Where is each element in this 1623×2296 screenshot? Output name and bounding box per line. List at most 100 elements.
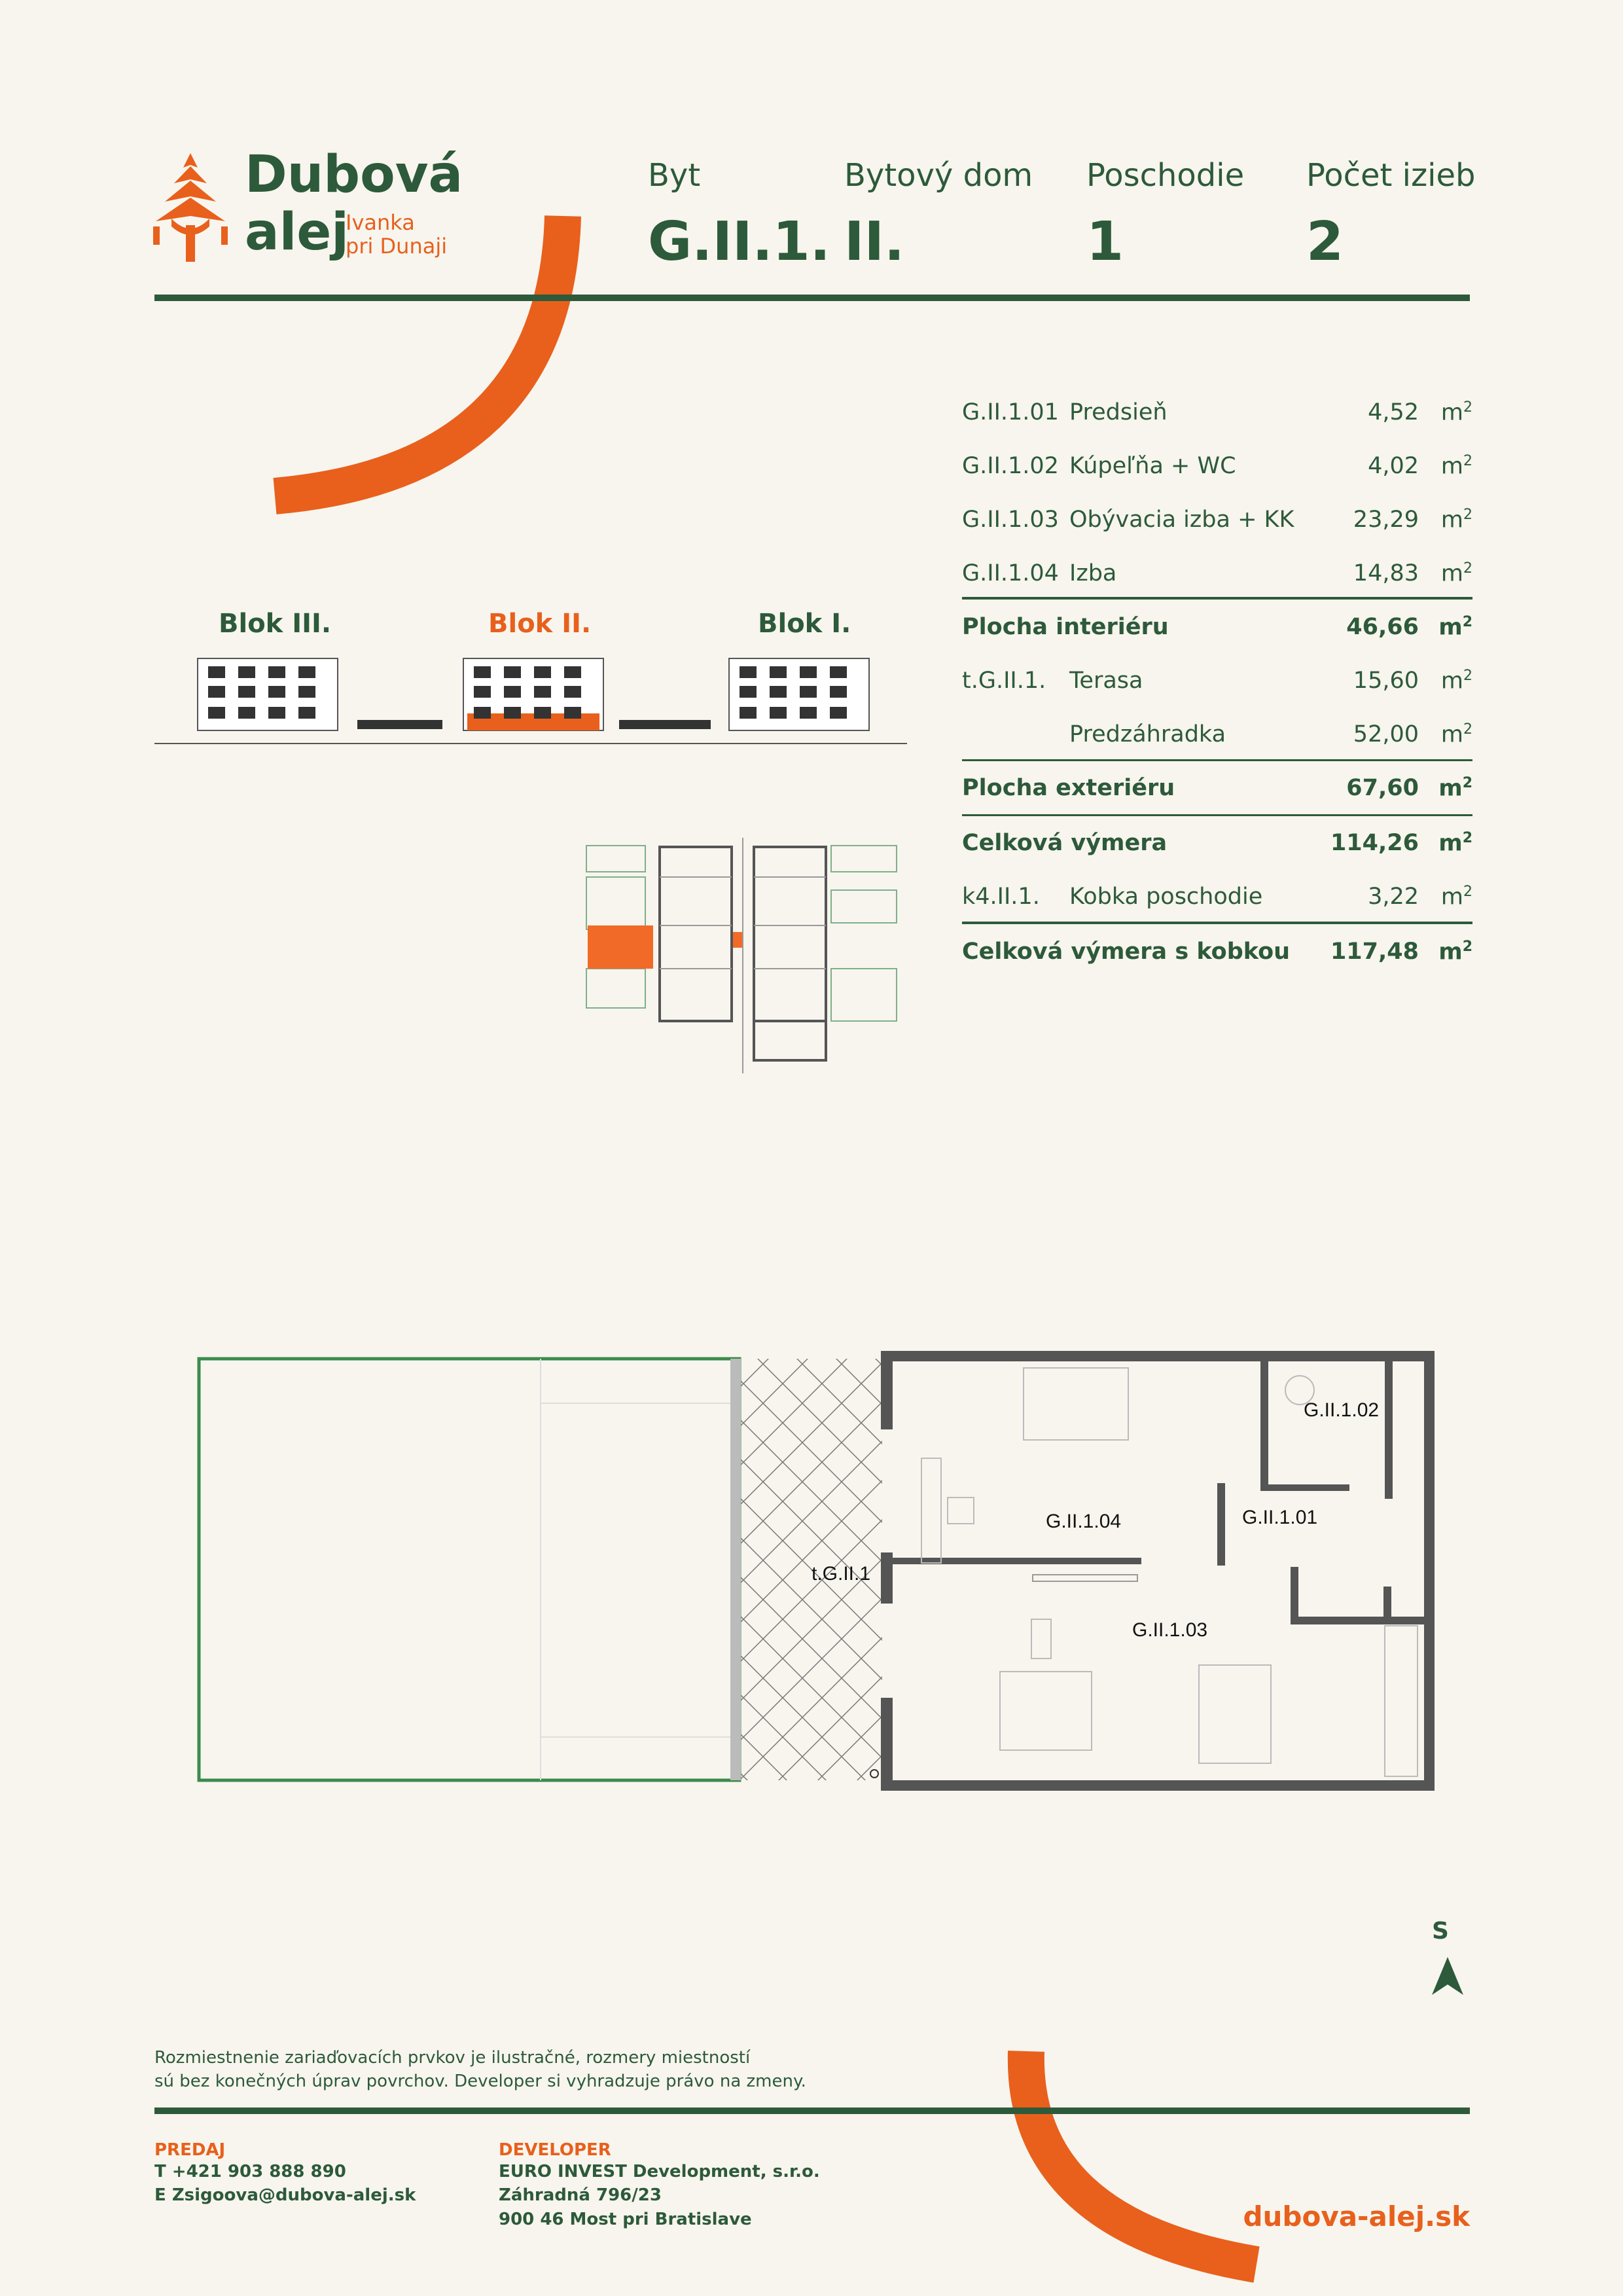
table-row: G.II.1.04 Izba 14,83 m2 [962, 546, 1472, 600]
table-row-total: Plocha exteriéru 67,60 m2 [962, 761, 1472, 814]
row-value: 114,26 [1330, 830, 1419, 856]
front-garden [197, 1357, 741, 1782]
header-value-building: II. [844, 211, 905, 273]
row-unit: m2 [1440, 668, 1472, 694]
developer-heading: DEVELOPER [499, 2140, 611, 2160]
table-row-total: Celková výmera s kobkou 117,48 m2 [962, 924, 1472, 978]
row-name: Plocha interiéru [962, 614, 1169, 640]
room-label-living-room: G.II.1.03 [1132, 1619, 1207, 1641]
block-elevation-diagram [154, 658, 907, 744]
table-row: G.II.1.01 Predsieň 4,52 m2 [962, 385, 1472, 439]
row-code: t.G.II.1. [962, 668, 1046, 694]
logo-sub-1: Ivanka [346, 210, 415, 235]
room-label-bedroom: G.II.1.04 [1046, 1511, 1121, 1532]
row-name: Izba [1069, 560, 1117, 586]
table-divider [962, 922, 1472, 924]
table-row: t.G.II.1. Terasa 15,60 m2 [962, 653, 1472, 707]
terrace [740, 1359, 882, 1780]
header-label-rooms: Počet izieb [1306, 157, 1476, 194]
room-label-bathroom: G.II.1.02 [1304, 1399, 1379, 1421]
row-name: Predzáhradka [1069, 721, 1226, 747]
sales-email[interactable]: E Zsigoova@dubova-alej.sk [154, 2185, 416, 2206]
row-value: 4,02 [1368, 453, 1419, 479]
row-value: 23,29 [1353, 507, 1419, 533]
row-value: 15,60 [1353, 668, 1419, 694]
developer-street: Záhradná 796/23 [499, 2185, 662, 2206]
table-divider [962, 814, 1472, 816]
row-unit: m2 [1440, 884, 1472, 910]
block-label-2: Blok II. [488, 609, 592, 639]
table-row: Predzáhradka 52,00 m2 [962, 707, 1472, 761]
row-unit: m2 [1440, 507, 1472, 533]
logo-word-2: alej [245, 203, 349, 262]
row-value: 67,60 [1346, 775, 1419, 801]
row-unit: m2 [1438, 939, 1472, 965]
table-divider [962, 597, 1472, 600]
table-row: G.II.1.03 Obývacia izba + KK 23,29 m2 [962, 492, 1472, 546]
sales-contact: PREDAJ T +421 903 888 890 E Zsigoova@dub… [154, 2140, 416, 2208]
room-label-terrace: t.G.II.1 [812, 1563, 870, 1585]
row-unit: m2 [1440, 721, 1472, 748]
row-code: G.II.1.01 [962, 399, 1059, 425]
header-value-floor: 1 [1086, 211, 1124, 273]
row-name: Terasa [1069, 668, 1143, 694]
logo-word-1: Dubová [245, 145, 463, 204]
table-row-total: Plocha interiéru 46,66 m2 [962, 600, 1472, 653]
row-code: G.II.1.04 [962, 560, 1059, 586]
header-value-apartment: G.II.1. [648, 211, 830, 273]
header-label-apartment: Byt [648, 157, 701, 194]
row-name: Plocha exteriéru [962, 775, 1175, 801]
table-divider [962, 759, 1472, 761]
row-name: Celková výmera s kobkou [962, 939, 1291, 965]
website-link[interactable]: dubova-alej.sk [1243, 2200, 1470, 2233]
block-label-1: Blok I. [758, 609, 851, 639]
row-unit: m2 [1438, 830, 1472, 857]
key-plan-diagram [586, 838, 897, 1073]
header-value-rooms: 2 [1306, 211, 1344, 273]
developer-contact: DEVELOPER EURO INVEST Development, s.r.o… [499, 2140, 820, 2231]
row-code: k4.II.1. [962, 884, 1040, 910]
developer-name: EURO INVEST Development, s.r.o. [499, 2162, 820, 2181]
row-unit: m2 [1438, 614, 1472, 641]
row-name: Predsieň [1069, 399, 1168, 425]
row-unit: m2 [1438, 775, 1472, 802]
compass-label: S [1432, 1918, 1449, 1945]
row-code: G.II.1.03 [962, 507, 1059, 533]
row-code: G.II.1.02 [962, 453, 1059, 479]
disclaimer-line-2: sú bez konečných úprav povrchov. Develop… [154, 2072, 806, 2092]
row-name: Kúpeľňa + WC [1069, 453, 1236, 479]
row-value: 14,83 [1353, 560, 1419, 586]
north-arrow-icon [1432, 1957, 1463, 1995]
table-row-total: Celková výmera 114,26 m2 [962, 816, 1472, 869]
footer-rule [154, 2108, 1470, 2114]
header-rule [154, 295, 1470, 301]
table-row: G.II.1.02 Kúpeľňa + WC 4,02 m2 [962, 439, 1472, 492]
table-row: k4.II.1. Kobka poschodie 3,22 m2 [962, 869, 1472, 923]
sales-heading: PREDAJ [154, 2140, 226, 2160]
row-name: Celková výmera [962, 830, 1168, 856]
apartment-floor-plan: G.II.1.02 G.II.1.04 G.II.1.01 G.II.1.03 … [197, 1351, 1435, 1791]
sales-phone[interactable]: T +421 903 888 890 [154, 2162, 346, 2181]
header-label-building: Bytový dom [844, 157, 1033, 194]
row-value: 3,22 [1368, 884, 1419, 910]
row-value: 52,00 [1353, 721, 1419, 747]
disclaimer-line-1: Rozmiestnenie zariaďovacích prvkov je il… [154, 2048, 751, 2068]
row-name: Obývacia izba + KK [1069, 507, 1294, 533]
decorative-arc-top [273, 215, 581, 514]
row-value: 4,52 [1368, 399, 1419, 425]
row-unit: m2 [1440, 453, 1472, 480]
developer-city: 900 46 Most pri Bratislave [499, 2209, 752, 2229]
row-unit: m2 [1440, 399, 1472, 426]
row-name: Kobka poschodie [1069, 884, 1263, 910]
oak-leaf-icon [153, 153, 228, 262]
row-value: 46,66 [1346, 614, 1419, 640]
header-label-floor: Poschodie [1086, 157, 1245, 194]
block-label-3: Blok III. [219, 609, 332, 639]
logo-sub-2: pri Dunaji [346, 234, 448, 259]
decorative-arc-bottom [1007, 2051, 1260, 2283]
room-label-hallway: G.II.1.01 [1242, 1507, 1317, 1528]
disclaimer: Rozmiestnenie zariaďovacích prvkov je il… [154, 2046, 1005, 2094]
row-unit: m2 [1440, 560, 1472, 587]
row-value: 117,48 [1330, 939, 1419, 965]
logo: Dubová alej Ivanka pri Dunaji [152, 149, 466, 267]
